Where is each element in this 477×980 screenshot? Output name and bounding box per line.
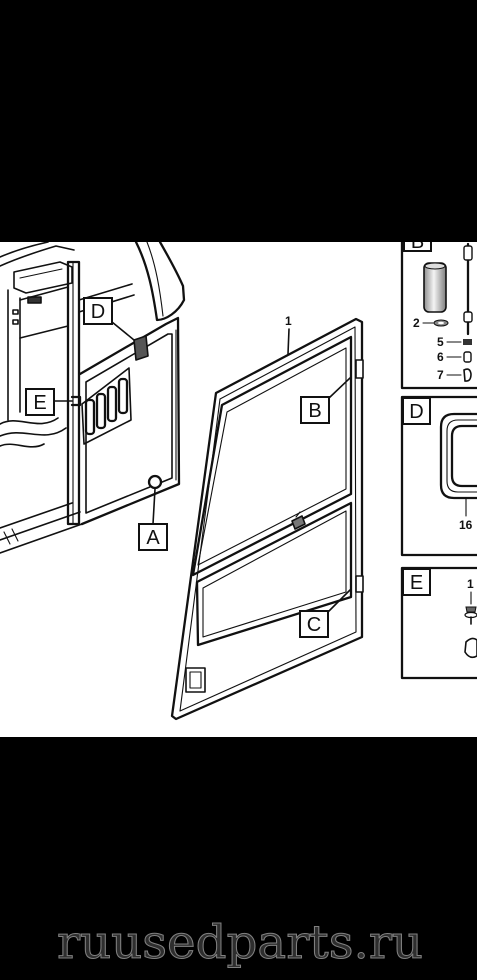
cab-frame-view bbox=[0, 242, 186, 554]
cab-floor bbox=[0, 511, 81, 541]
diagram-area: D E A 1 B bbox=[0, 231, 477, 737]
screw-head bbox=[465, 606, 477, 613]
part-16-label: 16 bbox=[459, 518, 473, 532]
part-1-label: 1 bbox=[467, 577, 474, 591]
callout-c-box bbox=[299, 610, 329, 638]
door-part-leader bbox=[287, 328, 290, 355]
upper-glass-frame bbox=[191, 335, 353, 577]
callout-b-box bbox=[300, 396, 330, 424]
door-handle-recess bbox=[189, 671, 202, 689]
seat-frame bbox=[13, 261, 73, 294]
vent-grille-frame bbox=[81, 367, 132, 445]
hinge-pin-collar bbox=[463, 311, 473, 323]
roof-pillar bbox=[134, 242, 186, 322]
nut bbox=[463, 339, 472, 345]
detail-panel-e: E 1 bbox=[400, 566, 477, 680]
left-callouts: D E A bbox=[25, 297, 168, 551]
detail-panel-b: B 2 5 6 7 bbox=[400, 231, 477, 390]
callout-d-leader bbox=[111, 321, 135, 341]
bushing bbox=[423, 262, 447, 313]
wiring bbox=[0, 427, 67, 437]
door-bracket-d bbox=[133, 335, 149, 361]
upper-glass bbox=[197, 347, 347, 566]
lower-glass bbox=[202, 510, 347, 638]
grommet-outer bbox=[439, 412, 477, 500]
callout-d-box bbox=[83, 297, 113, 325]
detail-e-title-box bbox=[402, 568, 431, 596]
detail-b-title-box bbox=[403, 242, 432, 252]
wiring bbox=[0, 417, 59, 425]
upper-hinge bbox=[355, 359, 364, 379]
grommet-inner bbox=[450, 424, 477, 488]
cab-top-structure bbox=[0, 242, 49, 258]
cab-door bbox=[170, 317, 364, 721]
top-black-bar bbox=[0, 0, 477, 242]
clip bbox=[463, 368, 472, 382]
detail-e-title: E bbox=[410, 572, 423, 594]
door-callouts: 1 B C bbox=[285, 314, 351, 638]
vent-slot bbox=[84, 398, 96, 436]
washer-hole bbox=[438, 321, 444, 325]
cab-bracket bbox=[27, 296, 42, 304]
diagram-background bbox=[0, 242, 477, 737]
open-door-panel bbox=[85, 333, 173, 514]
callout-c-label: C bbox=[307, 614, 321, 636]
window-latch-arm bbox=[295, 511, 301, 518]
door-part-number: 1 bbox=[285, 314, 292, 328]
lower-glass-frame bbox=[195, 501, 353, 647]
floor-hatching bbox=[3, 528, 19, 545]
door-inner-frame bbox=[179, 326, 357, 712]
callout-b-leader bbox=[328, 377, 351, 399]
cab-crossbar bbox=[19, 325, 69, 339]
bottom-black-bar bbox=[0, 737, 477, 980]
bushing-top bbox=[424, 262, 446, 270]
callout-e-label: E bbox=[33, 392, 46, 414]
vent-slot bbox=[117, 377, 129, 415]
door-outer-frame bbox=[170, 317, 364, 721]
callout-a-label: A bbox=[146, 527, 160, 549]
bolt bbox=[12, 309, 19, 315]
hinge-pin-head bbox=[463, 245, 473, 261]
vent-slot bbox=[95, 392, 107, 430]
callout-b-label: B bbox=[308, 400, 321, 422]
clamp bbox=[464, 637, 477, 659]
callout-e-box bbox=[25, 388, 55, 416]
lower-hinge bbox=[355, 575, 364, 593]
detail-b-title: B bbox=[411, 231, 424, 253]
callout-a-leader bbox=[152, 488, 156, 525]
detail-e-frame bbox=[400, 566, 477, 680]
part-6-label: 6 bbox=[437, 350, 444, 364]
part-7-label: 7 bbox=[437, 368, 444, 382]
part-2-label: 2 bbox=[413, 316, 420, 330]
detail-b-frame bbox=[400, 242, 477, 390]
cab-floor bbox=[0, 502, 73, 529]
seat-frame-edge bbox=[19, 268, 63, 279]
watermark: ruusedparts.ru bbox=[57, 915, 423, 969]
wiring bbox=[0, 443, 45, 448]
detail-d-title: D bbox=[409, 401, 423, 423]
window-latch bbox=[291, 515, 306, 530]
grommet-middle bbox=[446, 419, 477, 493]
door-handle bbox=[185, 667, 206, 693]
spacer bbox=[463, 351, 472, 363]
detail-d-title-box bbox=[402, 397, 431, 425]
cab-crossbar bbox=[19, 286, 69, 301]
cab-top-structure bbox=[0, 245, 75, 267]
mount-e bbox=[70, 395, 82, 407]
callout-c-leader bbox=[327, 589, 351, 613]
detail-panel-d: D 16 bbox=[400, 395, 477, 557]
part-5-label: 5 bbox=[437, 335, 444, 349]
door-stop-knob bbox=[147, 474, 163, 490]
bolt bbox=[12, 319, 19, 325]
detail-d-frame bbox=[400, 395, 477, 557]
callout-d-label: D bbox=[91, 301, 105, 323]
vent-slot bbox=[106, 385, 118, 423]
callout-a-box bbox=[138, 523, 168, 551]
cab-floor bbox=[0, 523, 83, 554]
roof-pillar-edge bbox=[146, 242, 164, 317]
